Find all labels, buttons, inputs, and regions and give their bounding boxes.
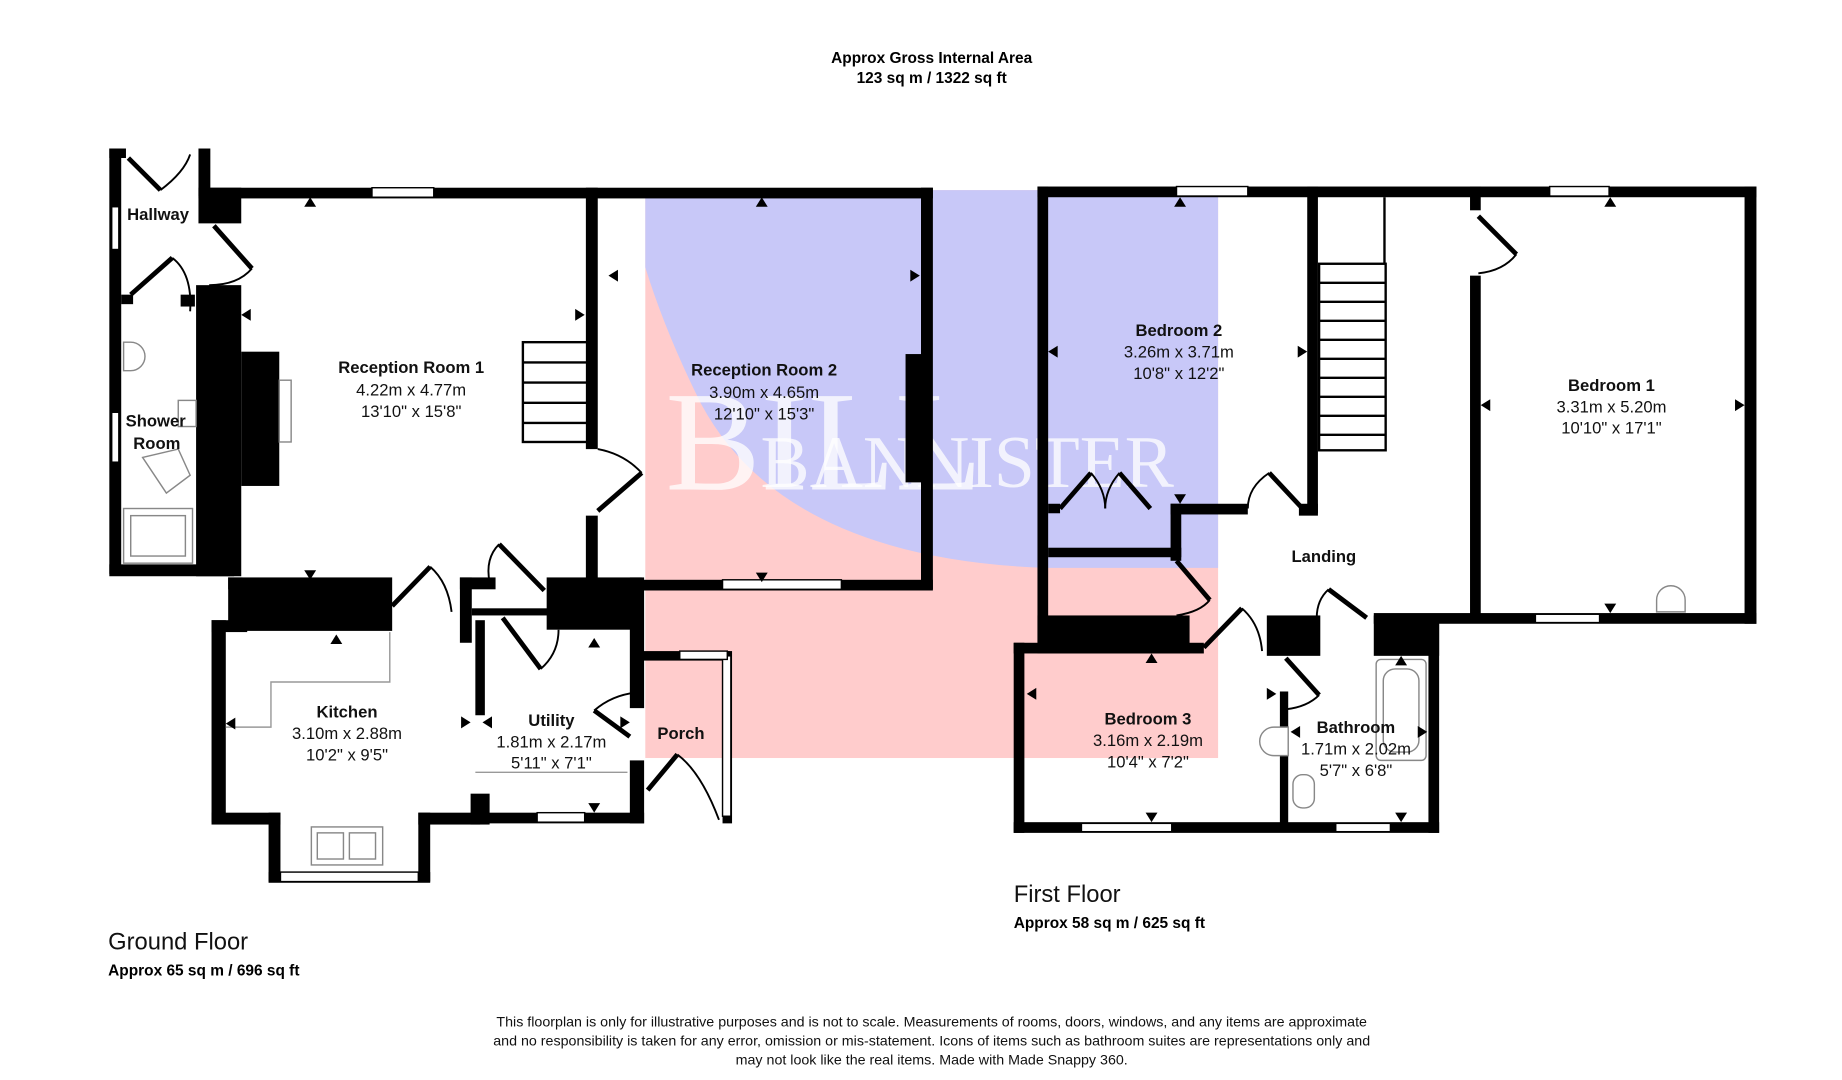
window	[1080, 822, 1173, 833]
window	[1534, 613, 1601, 624]
gross-area-value: 123 sq m / 1322 sq ft	[857, 70, 1007, 87]
room-dim-bedroom-1-metric: 3.31m x 5.20m	[1556, 397, 1666, 416]
room-dim-bedroom-2-metric: 3.26m x 3.71m	[1124, 343, 1234, 362]
shower-tray-inner	[130, 514, 187, 557]
corner-basin-icon	[141, 448, 192, 495]
window	[1548, 185, 1610, 197]
room-dim-utility-metric: 1.81m x 2.17m	[496, 732, 606, 751]
room-dim-bathroom-metric: 1.71m x 2.02m	[1301, 739, 1411, 758]
first-floor-title: First Floor	[1014, 881, 1121, 908]
dimension-markers-first	[1026, 197, 1745, 823]
window	[279, 871, 420, 883]
room-dim-bedroom-3-imperial: 10'4" x 7'2"	[1107, 753, 1189, 772]
worktop-outline	[225, 632, 391, 728]
fireplace-icon	[278, 379, 292, 443]
room-label-kitchen: Kitchen	[317, 703, 378, 722]
basin-icon	[1259, 726, 1289, 757]
room-label-utility: Utility	[528, 711, 575, 730]
basin-icon	[1655, 585, 1686, 613]
toilet-icon	[1292, 773, 1316, 809]
window	[110, 206, 120, 251]
room-label-reception-2: Reception Room 2	[691, 360, 837, 379]
gross-area-title: Approx Gross Internal Area	[831, 50, 1032, 67]
room-dim-kitchen-metric: 3.10m x 2.88m	[292, 724, 402, 743]
ground-floor-plan: Hallway Shower Room Reception Room 1 4.2…	[109, 148, 933, 883]
window	[679, 650, 729, 661]
room-label-bedroom-3: Bedroom 3	[1105, 710, 1192, 729]
room-label-shower-room-2: Room	[133, 434, 180, 453]
first-floor-plan: Bedroom 2 3.26m x 3.71m 10'8" x 12'2" Be…	[1013, 185, 1757, 833]
window	[721, 655, 732, 817]
room-dim-bathroom-imperial: 5'7" x 6'8"	[1320, 761, 1393, 780]
room-dim-reception-1-metric: 4.22m x 4.77m	[356, 381, 466, 400]
room-dim-reception-1-imperial: 13'10" x 15'8"	[361, 402, 462, 421]
room-label-reception-1: Reception Room 1	[338, 358, 484, 377]
room-dim-bedroom-1-imperial: 10'10" x 17'1"	[1561, 419, 1662, 438]
doors-ground	[126, 154, 720, 821]
ground-floor-title: Ground Floor	[108, 928, 248, 955]
room-label-landing: Landing	[1292, 547, 1357, 566]
toilet-icon	[177, 399, 197, 428]
room-label-porch: Porch	[657, 724, 704, 743]
doors-first	[1058, 214, 1519, 711]
staircase-ground	[521, 340, 589, 444]
room-dim-bedroom-3-metric: 3.16m x 2.19m	[1093, 731, 1203, 750]
room-dim-utility-imperial: 5'11" x 7'1"	[511, 754, 592, 773]
room-label-bedroom-2: Bedroom 2	[1135, 321, 1222, 340]
room-label-hallway: Hallway	[127, 205, 190, 224]
room-dim-bedroom-2-imperial: 10'8" x 12'2"	[1133, 364, 1224, 383]
first-floor-area: Approx 58 sq m / 625 sq ft	[1014, 915, 1205, 932]
window	[721, 579, 843, 591]
staircase-first	[1317, 197, 1387, 452]
dimension-markers-ground	[225, 197, 920, 813]
room-label-shower-room: Shower	[126, 412, 187, 431]
disclaimer-line-3: may not look like the real items. Made w…	[736, 1053, 1128, 1069]
room-label-bedroom-1: Bedroom 1	[1568, 376, 1655, 395]
disclaimer-line-2: and no responsibility is taken for any e…	[493, 1034, 1370, 1050]
window	[371, 187, 435, 198]
window	[536, 811, 586, 823]
watermark-text-2: BANNISTER	[761, 421, 1175, 503]
basin-icon	[122, 341, 146, 372]
room-dim-reception-2-metric: 3.90m x 4.65m	[709, 383, 819, 402]
window	[110, 411, 120, 463]
ground-floor-area: Approx 65 sq m / 696 sq ft	[108, 962, 299, 979]
window	[1175, 185, 1249, 197]
window	[1335, 822, 1392, 833]
room-dim-reception-2-imperial: 12'10" x 15'3"	[714, 404, 815, 423]
disclaimer-line-1: This floorplan is only for illustrative …	[496, 1015, 1367, 1031]
room-label-bathroom: Bathroom	[1317, 718, 1396, 737]
room-dim-kitchen-imperial: 10'2" x 9'5"	[306, 745, 388, 764]
